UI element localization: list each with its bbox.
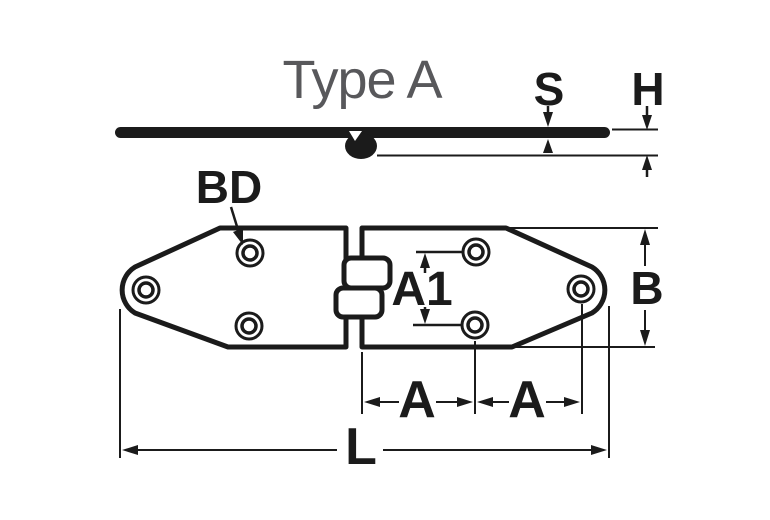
side-view: S H <box>115 63 665 177</box>
bd-label: BD <box>196 161 262 213</box>
a-left-arrow <box>477 397 493 407</box>
pin-notch <box>349 131 362 141</box>
top-view: BD A1 B <box>119 161 664 476</box>
a-label-first: A <box>398 371 436 429</box>
screw-hole-right-bottom <box>460 310 490 340</box>
screw-hole-right-end <box>566 274 596 304</box>
screw-hole-left-bottom <box>234 311 264 341</box>
s-dimension: S <box>534 63 565 153</box>
a-right-arrow <box>564 397 580 407</box>
bd-leader-line <box>229 206 241 234</box>
a-dimension-right: A <box>477 371 580 429</box>
knuckle-tab-upper <box>341 255 393 291</box>
hinge-leaf-side-profile <box>115 127 610 138</box>
s-arrow-up <box>543 139 553 153</box>
b-label: B <box>630 262 663 314</box>
l-dimension: L <box>122 418 607 476</box>
h-arrow-down <box>642 115 652 130</box>
l-right-arrow <box>591 445 607 455</box>
knuckle-tab-lower <box>333 285 385 320</box>
screw-hole-right-top <box>461 237 491 267</box>
screw-hole-left-top <box>235 238 265 268</box>
drawing-title: Type A <box>282 50 442 110</box>
h-dimension: H <box>631 63 665 177</box>
b-arrow-down <box>640 330 650 346</box>
bd-callout: BD <box>196 161 262 245</box>
right-leaf <box>359 225 608 350</box>
screw-holes <box>131 237 596 341</box>
a1-arrow-down <box>420 309 430 324</box>
hinge-pin-barrel <box>345 133 377 159</box>
a1-label: A1 <box>391 263 452 316</box>
l-left-arrow <box>122 445 138 455</box>
h-arrow-up <box>642 155 652 170</box>
a-dimension-left: A <box>364 371 473 429</box>
bd-leader-arrowhead <box>233 228 243 245</box>
s-label: S <box>534 63 565 115</box>
a-right-arrow <box>457 397 473 407</box>
a1-dimension: A1 <box>391 250 462 327</box>
a-left-arrow <box>364 397 380 407</box>
b-arrow-up <box>640 229 650 245</box>
knuckle <box>333 255 393 320</box>
h-label: H <box>631 63 664 115</box>
b-dimension: B <box>505 227 664 348</box>
s-arrow-down <box>543 112 553 127</box>
a1-arrow-up <box>420 253 430 268</box>
l-label: L <box>345 418 377 476</box>
left-leaf <box>119 225 349 350</box>
a-label-second: A <box>508 371 546 429</box>
screw-hole-left-end <box>131 275 161 305</box>
